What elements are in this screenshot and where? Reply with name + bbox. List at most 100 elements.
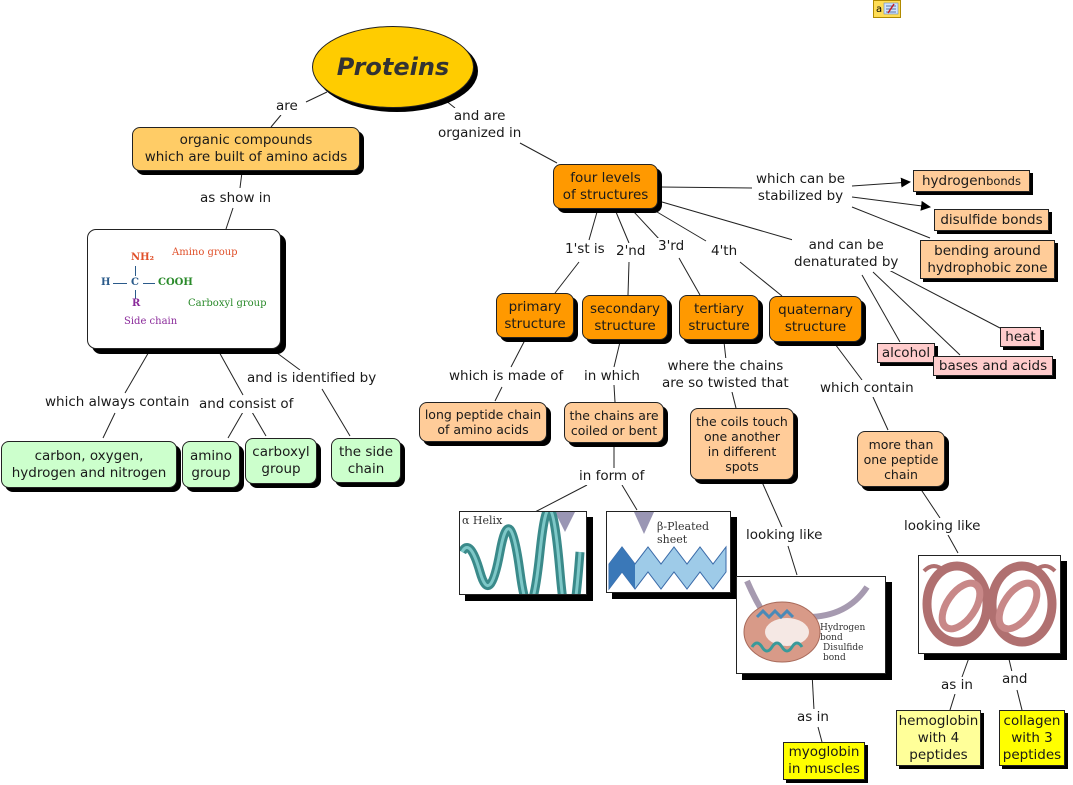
- concept-organic-compounds[interactable]: organic compounds which are built of ami…: [132, 127, 360, 171]
- link-label-consist-of: and consist of: [197, 396, 296, 413]
- link-label-as-in-hemoglobin: as in: [939, 677, 975, 694]
- concept-collagen[interactable]: collagen with 3 peptides: [999, 710, 1065, 766]
- bond-line: [143, 283, 155, 284]
- alpha-helix-caption: α Helix: [462, 514, 503, 527]
- line: [949, 693, 956, 711]
- line: [444, 99, 456, 109]
- line: [613, 384, 616, 403]
- line: [1016, 689, 1023, 711]
- line: [633, 211, 661, 241]
- concept-heat[interactable]: heat: [1000, 327, 1041, 347]
- line: [239, 171, 243, 189]
- link-label-organized-in: and are organized in: [436, 108, 524, 142]
- line: [627, 261, 630, 296]
- line: [588, 211, 598, 241]
- tertiary-structure-image[interactable]: Hydrogen bond Disulfide bond: [736, 576, 886, 674]
- quaternary-illustration: [922, 561, 1057, 647]
- line: [872, 271, 961, 356]
- line: [811, 672, 815, 711]
- line: [227, 411, 244, 439]
- line: [817, 726, 823, 743]
- alpha-helix-image[interactable]: α Helix: [459, 511, 587, 595]
- link-label-denaturated-by: and can be denaturated by: [792, 237, 901, 271]
- concept-quaternary-structure[interactable]: quaternary structure: [769, 296, 862, 342]
- line: [761, 481, 783, 528]
- amino-acid-structure-image[interactable]: NH₂ Amino group H C COOH R Carboxyl grou…: [87, 229, 281, 349]
- link-label-made-of: which is made of: [447, 368, 566, 385]
- bond-line: [135, 266, 136, 276]
- annotation-note-icon[interactable]: a: [873, 0, 901, 18]
- concept-long-peptide-chain[interactable]: long peptide chain of amino acids: [419, 402, 547, 442]
- svg-text:a: a: [876, 4, 882, 15]
- tertiary-illustration: [743, 579, 870, 663]
- link-label-stabilized-by: which can be stabilized by: [754, 171, 848, 205]
- line: [661, 201, 794, 241]
- quaternary-structure-image[interactable]: [918, 555, 1061, 654]
- hydrogen-bond-caption: Hydrogen bond: [820, 623, 866, 643]
- concept-coils-touch[interactable]: the coils touch one another in different…: [690, 408, 794, 480]
- link-label-twisted: where the chains are so twisted that: [660, 358, 791, 392]
- concept-cohn-elements[interactable]: carbon, oxygen, hydrogen and nitrogen: [1, 441, 177, 488]
- cooh-label: COOH: [158, 277, 193, 288]
- line: [787, 545, 798, 576]
- concept-secondary-structure[interactable]: secondary structure: [582, 295, 668, 340]
- link-label-second: 2'nd: [614, 243, 648, 260]
- line: [102, 412, 116, 439]
- amino-group-caption: Amino group: [172, 247, 238, 258]
- beta-pleated-sheet-image[interactable]: β-Pleated sheet: [606, 511, 731, 593]
- line: [251, 411, 267, 437]
- line: [1007, 654, 1013, 673]
- concept-primary-structure[interactable]: primary structure: [496, 293, 574, 338]
- link-label-identified-by: and is identified by: [245, 370, 379, 387]
- hydrogen-label: hydrogen: [922, 172, 987, 189]
- concept-more-than-one-chain[interactable]: more than one peptide chain: [857, 431, 945, 487]
- concept-tertiary-structure[interactable]: tertiary structure: [679, 295, 759, 340]
- concept-amino-group[interactable]: amino group: [182, 441, 240, 488]
- line: [659, 186, 753, 189]
- nh2-label: NH₂: [131, 252, 154, 263]
- line: [886, 268, 1001, 329]
- concept-four-levels[interactable]: four levels of structures: [553, 164, 658, 209]
- line: [225, 207, 234, 230]
- line: [851, 206, 931, 239]
- link-label-which-contain: which contain: [818, 380, 916, 397]
- link-label-in-which: in which: [582, 368, 642, 385]
- line: [217, 349, 244, 396]
- concept-alcohol[interactable]: alcohol: [877, 343, 935, 363]
- line: [739, 261, 783, 297]
- line: [534, 484, 588, 513]
- concept-chains-coiled[interactable]: the chains are coiled or bent: [564, 402, 664, 443]
- link-label-always-contain: which always contain: [43, 394, 192, 411]
- line: [872, 396, 889, 431]
- line: [919, 487, 941, 519]
- concept-side-chain[interactable]: the side chain: [331, 438, 401, 483]
- concept-carboxyl-group[interactable]: carboxyl group: [245, 438, 317, 484]
- r-label: R: [132, 298, 141, 309]
- concept-bending-hydrophobic[interactable]: bending around hydrophobic zone: [920, 240, 1055, 279]
- concept-disulfide-bonds[interactable]: disulfide bonds: [934, 209, 1049, 231]
- concept-bases-and-acids[interactable]: bases and acids: [933, 356, 1053, 376]
- line: [651, 208, 707, 242]
- line: [272, 349, 301, 371]
- link-label-as-in-myoglobin: as in: [795, 709, 831, 726]
- line: [723, 341, 727, 361]
- link-label-first: 1'st is: [563, 241, 607, 258]
- link-label-in-form-of: in form of: [577, 468, 647, 485]
- bond-line: [135, 290, 136, 299]
- line: [519, 142, 558, 164]
- concept-myoglobin[interactable]: myoglobin in muscles: [783, 742, 865, 780]
- h-label: H: [101, 277, 111, 288]
- carboxyl-group-caption: Carboxyl group: [188, 298, 267, 309]
- root-concept-proteins[interactable]: Proteins: [312, 26, 474, 108]
- link-label-fourth: 4'th: [709, 243, 740, 260]
- line: [510, 339, 526, 368]
- line: [678, 257, 701, 296]
- line: [615, 211, 630, 244]
- side-chain-caption: Side chain: [124, 316, 178, 327]
- link-label-third: 3'rd: [656, 238, 687, 255]
- concept-hemoglobin[interactable]: hemoglobin with 4 peptides: [896, 710, 981, 766]
- line: [554, 261, 580, 294]
- concept-hydrogen-bonds[interactable]: hydrogen bonds: [913, 170, 1030, 192]
- line: [270, 114, 282, 128]
